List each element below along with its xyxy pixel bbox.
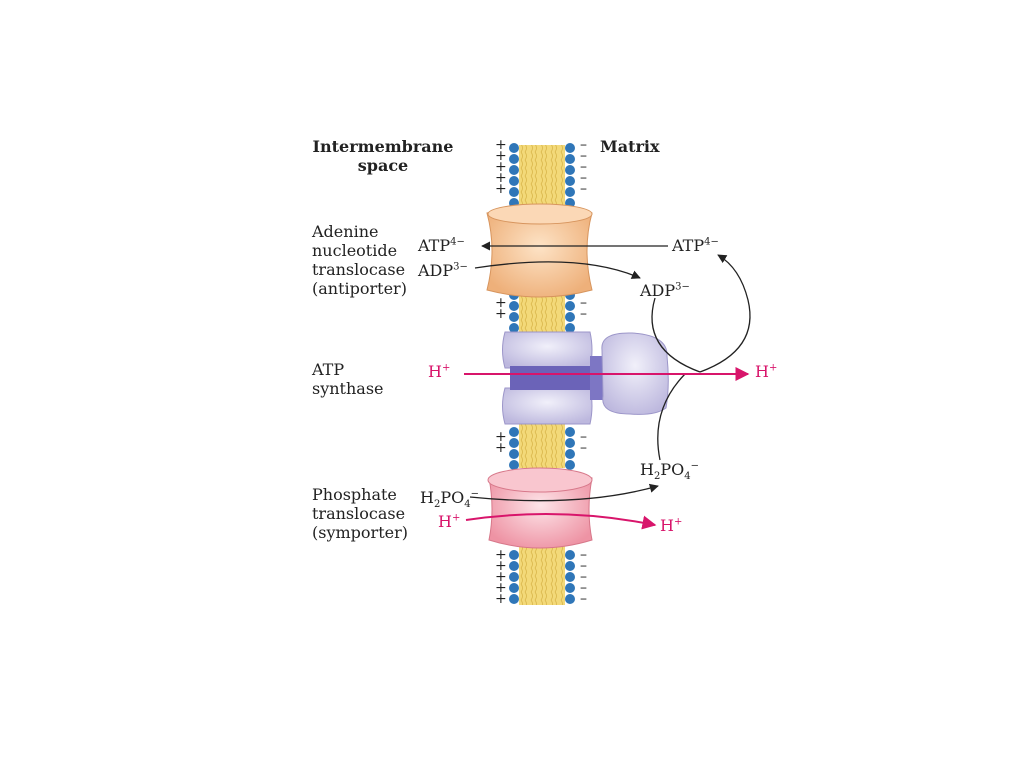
inner-charge-mid1: ––	[580, 295, 587, 322]
atp-synthase-protein	[502, 331, 669, 425]
symporter-label: Phosphate translocase (symporter)	[312, 485, 408, 542]
inner-charge-top: –––––	[580, 137, 587, 197]
atp-synthase-label: ATP synthase	[312, 360, 384, 398]
proton-synthase-in-label: H+	[428, 362, 451, 381]
outer-charge-mid2: ++	[495, 429, 507, 456]
adp-right-label: ADP3−	[640, 281, 690, 300]
proton-symporter-in-label: H+	[438, 512, 461, 531]
arrow-synthase-to-atp	[699, 254, 751, 373]
membrane-segment-bottom	[509, 543, 575, 605]
inner-charge-mid2: ––	[580, 429, 587, 456]
antiporter-label: Adenine nucleotide translocase (antiport…	[312, 222, 407, 298]
arrow-proton-symporter	[465, 513, 657, 530]
membrane-segment-mid2	[509, 420, 575, 470]
proton-synthase-out-label: H+	[755, 362, 778, 381]
adp-left-label: ADP3−	[418, 261, 468, 280]
arrow-phosphate-import	[469, 483, 659, 502]
outer-charge-top: +++++	[495, 137, 507, 197]
outer-charge-bottom: +++++	[495, 547, 507, 607]
outer-charge-mid1: ++	[495, 295, 507, 322]
membrane-segment-mid1	[509, 290, 575, 338]
matrix-label: Matrix	[600, 137, 660, 156]
antiporter-protein	[486, 203, 593, 298]
atp-left-label: ATP4−	[418, 236, 465, 255]
phosphate-left-label: H2PO4−	[420, 488, 479, 511]
inner-charge-bottom: –––––	[580, 547, 587, 607]
intermembrane-space-label: Intermembrane space	[312, 137, 454, 175]
proton-symporter-out-label: H+	[660, 516, 683, 535]
phosphate-right-label: H2PO4−	[640, 460, 699, 483]
arrow-adp-import	[474, 261, 641, 279]
arrow-phosphate-to-synthase	[657, 373, 686, 461]
arrow-adp-to-synthase	[651, 297, 701, 373]
atp-right-label: ATP4−	[672, 236, 719, 255]
symporter-protein	[487, 467, 593, 549]
